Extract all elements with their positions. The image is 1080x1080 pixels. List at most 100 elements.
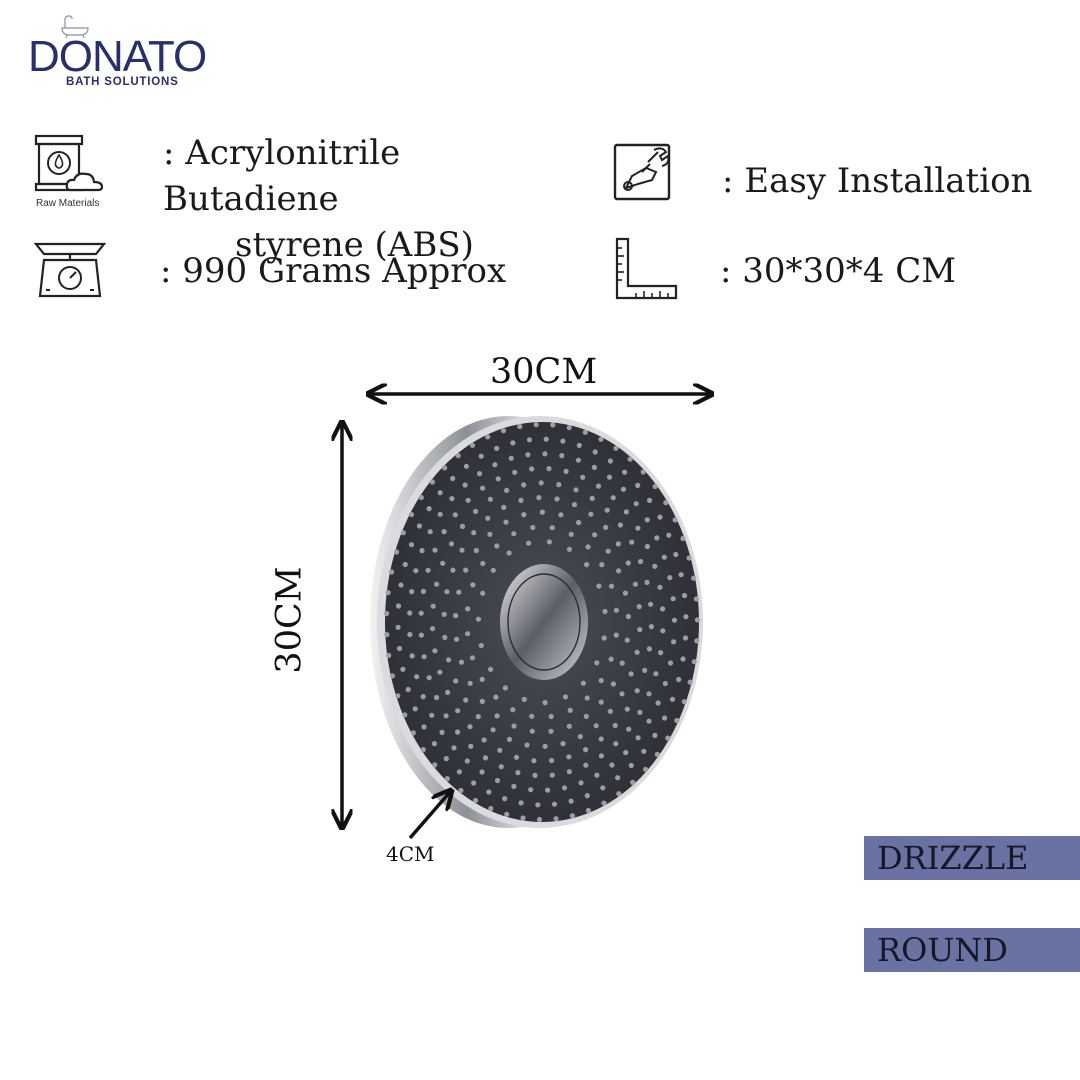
nozzle-dot [453,613,459,619]
nozzle-dot [468,743,474,749]
nozzle-dot [420,747,426,753]
nozzle-dot [471,780,477,786]
nozzle-dot [598,677,604,684]
nozzle-dot [542,451,548,457]
nozzle-dot [657,514,663,520]
nozzle-dot [400,530,406,536]
nozzle-dot [427,529,433,535]
nozzle-dot [620,486,627,492]
nozzle-dot [455,708,461,714]
nozzle-dot [560,741,566,747]
installation-block [612,142,672,202]
nozzle-dot [437,490,443,496]
nozzle-dot [535,802,541,808]
nozzle-dot [566,546,573,552]
nozzle-dot [487,496,493,502]
nozzle-dot [511,783,517,789]
nozzle-dot [510,707,516,713]
nozzle-dot [566,723,572,729]
center-cap [500,564,588,680]
product-dimension-diagram [290,350,750,840]
nozzle-dot [506,550,512,556]
nozzle-dot [559,453,565,459]
nozzle-dot [396,645,403,652]
nozzle-dot [511,531,517,537]
nozzle-dot [667,575,673,581]
raw-materials-icon [34,134,104,192]
material-spec: : Acrylonitrile Butadiene styrene (ABS) [163,130,583,268]
nozzle-dot [408,511,415,518]
nozzle-dot [384,632,390,638]
nozzle-dot [653,671,659,677]
nozzle-dot [655,700,661,706]
nozzle-dot [398,582,404,588]
nozzle-dot [646,718,652,724]
nozzle-dot [694,617,701,623]
nozzle-dot [420,588,426,594]
nozzle-dot [646,691,652,697]
nozzle-dot [566,769,572,775]
nozzle-dot [480,485,486,491]
nozzle-dot [490,727,496,733]
nozzle-dot [580,474,586,480]
nozzle-dot [529,713,535,719]
nozzle-dot [630,779,636,785]
nozzle-dot [644,579,650,585]
nozzle-dot [521,696,527,702]
height-label: 30CM [269,566,310,674]
bathtub-icon [61,15,89,38]
depth-arrow [408,792,450,840]
brand-name: DONATO [28,32,207,81]
tag-round: ROUND [864,928,1080,972]
nozzle-dot [518,497,524,503]
nozzle-dot [543,436,549,442]
nozzle-dot [454,636,460,642]
nozzle-dot [616,568,622,574]
nozzle-dot [529,728,535,734]
nozzle-dot [625,613,631,620]
nozzle-dot [662,715,668,721]
nozzle-dot [418,610,424,616]
nozzle-dot [394,549,400,555]
nozzle-dot [442,634,448,640]
nozzle-dot [644,543,650,550]
nozzle-dot [577,734,583,740]
nozzle-dot [538,480,544,486]
nozzle-dot [595,483,602,489]
nozzle-dot [648,601,654,607]
nozzle-dot [494,543,500,549]
installation-spec: : Easy Installation [722,161,1033,201]
nozzle-dot [585,807,591,814]
nozzle-dot [610,495,616,501]
nozzle-dot [615,541,621,547]
nozzle-dot [624,637,630,643]
nozzle-dot [426,506,432,512]
nozzle-dot [629,539,635,545]
nozzle-dot [530,524,536,531]
nozzle-dot [524,742,530,748]
nozzle-dot [634,688,640,694]
nozzle-dot [576,519,582,526]
nozzle-dot [619,660,625,666]
nozzle-dot [654,535,660,541]
nozzle-dot [479,769,485,775]
nozzle-dot [612,722,618,729]
nozzle-dot [660,606,666,612]
nozzle-dot [632,581,638,587]
nozzle-dot [687,679,693,685]
nozzle-dot [602,608,608,615]
nozzle-dot [526,437,533,443]
nozzle-dot [512,469,518,475]
nozzle-dot [395,603,402,609]
nozzle-dot [548,728,554,734]
nozzle-dot [444,589,450,595]
nozzle-dot [493,694,499,700]
depth-label: 4CM [386,842,435,866]
nozzle-dot [676,676,682,683]
nozzle-dot [528,787,534,793]
nozzle-dot [502,685,508,691]
l-ruler-icon [615,237,678,300]
nozzle-dot [434,581,440,587]
nozzle-dot [510,440,516,446]
nozzle-dot [462,482,468,488]
